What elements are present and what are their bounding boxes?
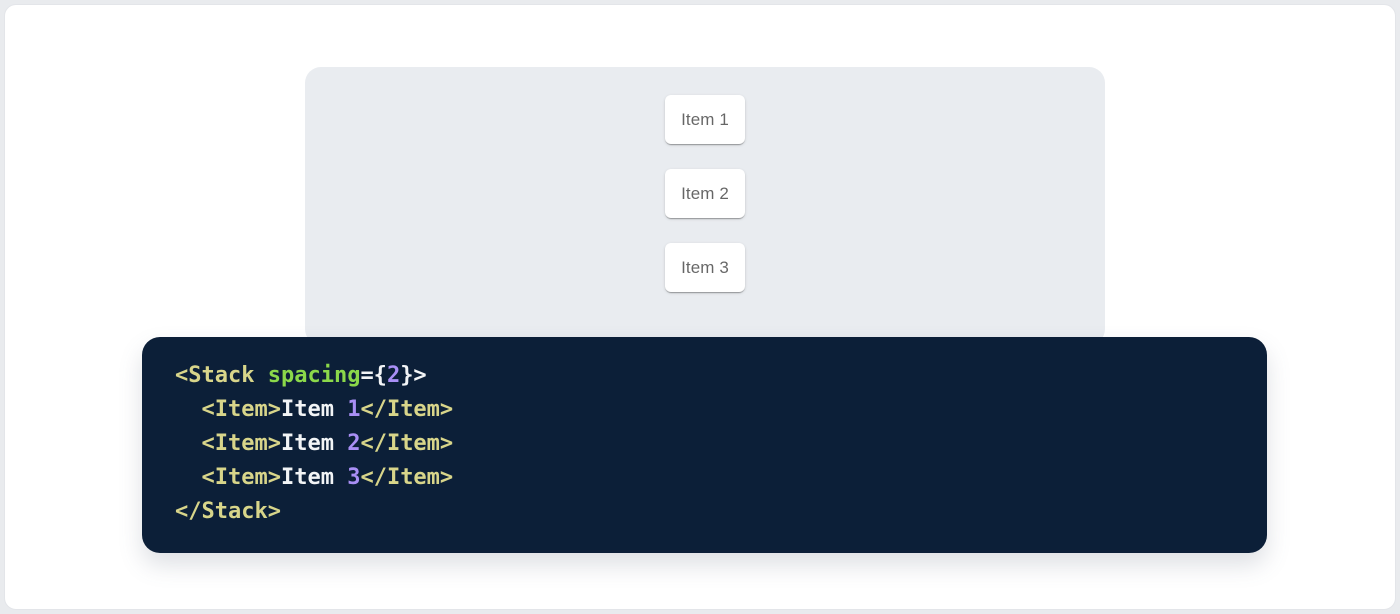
page-card: Item 1 Item 2 Item 3 <Stack spacing={2}>… xyxy=(4,4,1396,610)
code-line: <Item>Item 1</Item> xyxy=(175,393,1237,427)
code-token: <Item> xyxy=(175,431,281,456)
code-token: </Item> xyxy=(360,431,454,456)
code-token: Item xyxy=(280,431,348,456)
code-token: 3 xyxy=(347,465,361,490)
code-token: 1 xyxy=(347,397,361,422)
stack-item: Item 2 xyxy=(665,169,745,218)
code-line: <Stack spacing={2}> xyxy=(175,359,1237,393)
code-token: </Item> xyxy=(360,397,454,422)
code-token: </Item> xyxy=(360,465,454,490)
stack-container: Item 1 Item 2 Item 3 xyxy=(665,95,745,292)
stack-demo-panel: Item 1 Item 2 Item 3 xyxy=(305,67,1105,345)
stack-item: Item 1 xyxy=(665,95,745,144)
code-token: </Stack> xyxy=(175,499,281,524)
code-token: 2 xyxy=(347,431,361,456)
code-token: Item xyxy=(280,465,348,490)
code-line: <Item>Item 3</Item> xyxy=(175,461,1237,495)
code-block: <Stack spacing={2}> <Item>Item 1</Item> … xyxy=(142,337,1267,553)
stack-item: Item 3 xyxy=(665,243,745,292)
code-token: spacing xyxy=(267,363,361,388)
code-token: 2 xyxy=(386,363,401,388)
code-line: <Item>Item 2</Item> xyxy=(175,427,1237,461)
code-token: <Item> xyxy=(175,465,281,490)
code-token: <Item> xyxy=(175,397,281,422)
code-token: }> xyxy=(400,363,427,388)
code-token: <Stack xyxy=(175,363,268,388)
code-token: Item xyxy=(280,397,348,422)
code-line: </Stack> xyxy=(175,495,1237,529)
code-token: ={ xyxy=(360,363,387,388)
